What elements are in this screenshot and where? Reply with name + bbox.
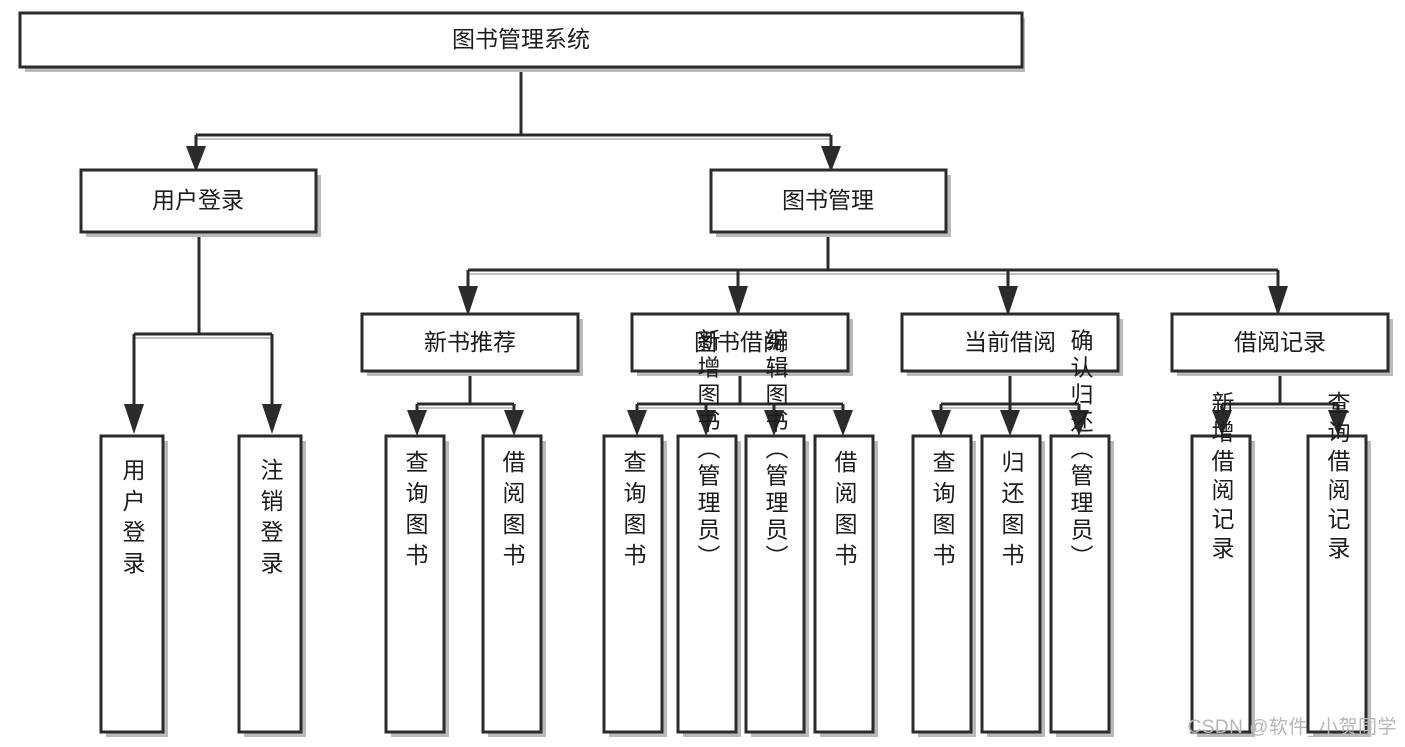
arrow-head-book-mgmt bbox=[821, 146, 841, 172]
node-leaf-rec-add-label: 新增借阅记录 bbox=[1208, 391, 1235, 565]
node-leaf-borrow-add-label: 新增图书（管理员） bbox=[694, 329, 721, 572]
arrow-head-leaf-rec-query2 bbox=[1328, 410, 1348, 436]
arrow-head-leaf-borrow-edit bbox=[764, 410, 784, 436]
node-new-book-rec[interactable]: 新书推荐 bbox=[360, 312, 583, 376]
arrow-head-leaf-borrow-borrow bbox=[833, 410, 853, 436]
node-book-mgmt-label: 图书管理 bbox=[782, 187, 874, 213]
node-leaf-borrow-query[interactable]: 查询图书 bbox=[602, 434, 667, 737]
node-new-book-rec-box[interactable] bbox=[360, 312, 580, 373]
node-leaf-borrow-query-box[interactable] bbox=[602, 434, 664, 734]
node-leaf-rec-query-label: 查询图书 bbox=[402, 450, 429, 574]
arrow-head-leaf-cur-query bbox=[931, 410, 951, 436]
node-leaf-logout-label: 注销登录 bbox=[257, 458, 284, 582]
node-new-book-rec-label: 新书推荐 bbox=[424, 329, 516, 355]
node-leaf-borrow-add-box[interactable] bbox=[676, 434, 738, 734]
node-root-box[interactable] bbox=[18, 11, 1024, 69]
node-leaf-borrow-query-label: 查询图书 bbox=[620, 450, 647, 574]
node-user-login-label: 用户登录 bbox=[152, 187, 244, 213]
node-leaf-rec-query2[interactable]: 查询借阅记录 bbox=[1306, 391, 1371, 737]
node-leaf-cur-query[interactable]: 查询图书 bbox=[911, 434, 976, 737]
arrow-head-leaf-rec-add bbox=[1212, 410, 1232, 436]
node-leaf-cur-confirm-box[interactable] bbox=[1049, 434, 1111, 734]
connector-layer bbox=[124, 67, 1348, 436]
arrow-head-current-borrow bbox=[998, 286, 1018, 316]
node-book-borrow-label: 图书借阅 bbox=[694, 329, 786, 355]
node-borrow-record-label: 借阅记录 bbox=[1234, 329, 1326, 355]
node-leaf-cur-query-box[interactable] bbox=[911, 434, 973, 734]
node-leaf-cur-confirm[interactable]: 确认归还（管理员） bbox=[1049, 329, 1114, 738]
node-book-mgmt[interactable]: 图书管理 bbox=[709, 168, 951, 237]
node-leaf-borrow-edit[interactable]: 编辑图书（管理员） bbox=[744, 329, 809, 738]
node-borrow-record[interactable]: 借阅记录 bbox=[1170, 312, 1393, 376]
node-leaf-cur-query-label: 查询图书 bbox=[929, 450, 956, 574]
node-leaf-rec-add-box[interactable] bbox=[1190, 434, 1252, 734]
arrow-head-leaf-borrow-add bbox=[696, 410, 716, 436]
node-leaf-borrow-add[interactable]: 新增图书（管理员） bbox=[676, 329, 741, 738]
node-leaf-rec-query[interactable]: 查询图书 bbox=[384, 434, 449, 737]
node-leaf-user-login-label: 用户登录 bbox=[119, 458, 146, 582]
node-leaf-user-login-box[interactable] bbox=[99, 434, 165, 734]
arrow-head-leaf-rec-query bbox=[407, 410, 427, 436]
node-root[interactable]: 图书管理系统 bbox=[18, 11, 1025, 72]
node-leaf-borrow-edit-box[interactable] bbox=[744, 434, 806, 734]
node-user-login-box[interactable] bbox=[79, 168, 318, 234]
arrow-head-borrow-record bbox=[1268, 286, 1288, 316]
node-leaf-cur-return[interactable]: 归还图书 bbox=[980, 434, 1045, 737]
node-leaf-rec-borrow-box[interactable] bbox=[481, 434, 543, 734]
node-leaf-borrow-borrow-label: 借阅图书 bbox=[831, 450, 858, 574]
arrow-head-user-login bbox=[186, 146, 206, 172]
node-book-mgmt-box[interactable] bbox=[709, 168, 948, 234]
arrow-head-new-book-rec bbox=[458, 286, 478, 316]
node-borrow-record-box[interactable] bbox=[1170, 312, 1390, 373]
arrow-head-leaf-borrow-query bbox=[627, 410, 647, 436]
node-leaf-borrow-edit-label: 编辑图书（管理员） bbox=[762, 329, 789, 572]
node-leaf-cur-return-box[interactable] bbox=[980, 434, 1042, 734]
arrow-head-book-borrow bbox=[728, 286, 748, 316]
node-leaf-rec-borrow-label: 借阅图书 bbox=[499, 450, 526, 574]
node-leaf-user-login[interactable]: 用户登录 bbox=[99, 434, 168, 737]
node-current-borrow-label: 当前借阅 bbox=[964, 329, 1056, 355]
node-book-borrow[interactable]: 图书借阅 bbox=[630, 312, 853, 376]
node-leaf-borrow-borrow[interactable]: 借阅图书 bbox=[813, 434, 878, 737]
node-root-label: 图书管理系统 bbox=[452, 26, 590, 52]
node-leaf-cur-return-label: 归还图书 bbox=[998, 450, 1025, 574]
node-leaf-borrow-borrow-box[interactable] bbox=[813, 434, 875, 734]
node-leaf-rec-query-box[interactable] bbox=[384, 434, 446, 734]
arrow-head-leaf-logout bbox=[262, 404, 282, 434]
node-leaf-rec-add[interactable]: 新增借阅记录 bbox=[1190, 391, 1255, 737]
node-leaf-cur-confirm-label: 确认归还（管理员） bbox=[1067, 329, 1094, 572]
node-leaf-logout[interactable]: 注销登录 bbox=[237, 434, 306, 737]
node-current-borrow-box[interactable] bbox=[900, 312, 1120, 373]
node-user-login[interactable]: 用户登录 bbox=[79, 168, 321, 237]
node-book-borrow-box[interactable] bbox=[630, 312, 850, 373]
node-leaf-logout-box[interactable] bbox=[237, 434, 303, 734]
node-leaf-rec-query2-label: 查询借阅记录 bbox=[1324, 391, 1351, 565]
node-current-borrow[interactable]: 当前借阅 bbox=[900, 312, 1123, 376]
arrow-head-leaf-rec-borrow bbox=[504, 410, 524, 436]
node-leaf-rec-borrow[interactable]: 借阅图书 bbox=[481, 434, 546, 737]
node-leaf-rec-query2-box[interactable] bbox=[1306, 434, 1368, 734]
arrow-head-leaf-user-login bbox=[124, 404, 144, 434]
arrow-head-leaf-cur-confirm bbox=[1069, 410, 1089, 436]
arrow-head-leaf-cur-return bbox=[1000, 410, 1020, 436]
